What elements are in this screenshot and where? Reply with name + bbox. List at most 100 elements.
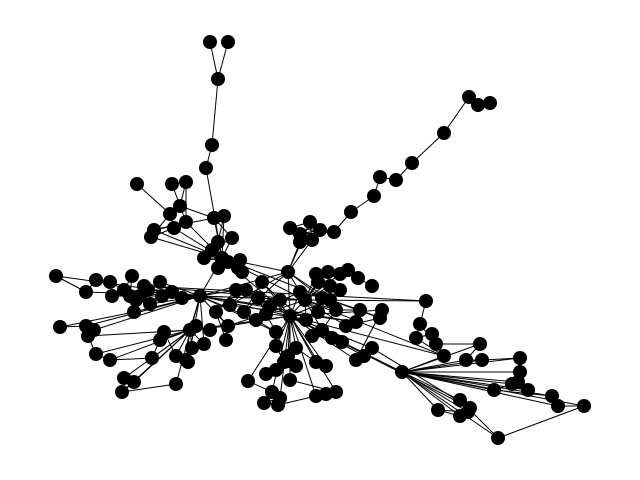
graph-edge	[121, 383, 177, 393]
graph-node	[165, 177, 179, 191]
graph-node	[419, 294, 433, 308]
graph-node	[349, 315, 363, 329]
graph-node	[353, 303, 367, 317]
graph-node	[179, 215, 193, 229]
graph-edge	[59, 311, 135, 328]
graph-edge	[199, 295, 205, 345]
graph-node	[197, 251, 211, 265]
graph-node	[129, 293, 143, 307]
graph-edge	[243, 271, 289, 313]
graph-node	[313, 223, 327, 237]
graph-node	[475, 353, 489, 367]
graph-node	[163, 207, 177, 221]
graph-node	[203, 35, 217, 49]
graph-node	[169, 377, 183, 391]
graph-node	[351, 271, 365, 285]
graph-node	[491, 431, 505, 445]
graph-node	[299, 313, 313, 327]
graph-node	[453, 393, 467, 407]
graph-node	[321, 265, 335, 279]
graph-node	[199, 161, 213, 175]
graph-node	[49, 269, 63, 283]
graph-node	[333, 283, 347, 297]
graph-node	[153, 275, 167, 289]
graph-node	[453, 409, 467, 423]
graph-node	[305, 233, 319, 247]
graph-node	[335, 335, 349, 349]
graph-node	[225, 231, 239, 245]
graph-node	[405, 156, 419, 170]
graph-edge	[151, 329, 191, 359]
graph-edge	[271, 315, 291, 393]
graph-node	[487, 383, 501, 397]
graph-node	[211, 72, 225, 86]
graph-node	[241, 374, 255, 388]
graph-node	[127, 375, 141, 389]
graph-node	[319, 359, 333, 373]
graph-node	[463, 401, 477, 415]
graph-node	[144, 230, 158, 244]
graph-edge	[149, 295, 201, 305]
graph-edge	[211, 78, 219, 146]
graph-node	[271, 398, 285, 412]
graph-node	[103, 275, 117, 289]
graph-node	[349, 353, 363, 367]
graph-node	[375, 303, 389, 317]
graph-node	[237, 305, 251, 319]
graph-node	[203, 323, 217, 337]
graph-node	[209, 305, 223, 319]
graph-edge	[411, 132, 445, 164]
graph-node	[179, 175, 193, 189]
graph-node	[143, 297, 157, 311]
graph-edge	[95, 329, 191, 355]
graph-node	[221, 319, 235, 333]
graph-node	[223, 298, 237, 312]
graph-node	[125, 269, 139, 283]
graph-node	[175, 291, 189, 305]
graph-node	[431, 403, 445, 417]
graph-node	[551, 399, 565, 413]
graph-node	[130, 177, 144, 191]
graph-node	[367, 189, 381, 203]
graph-node	[293, 235, 307, 249]
graph-node	[257, 396, 271, 410]
graph-node	[219, 333, 233, 347]
graph-node	[181, 355, 195, 369]
graph-node	[329, 385, 343, 399]
graph-node	[462, 90, 476, 104]
graph-node	[269, 339, 283, 353]
graph-node	[229, 283, 243, 297]
graph-node	[251, 291, 265, 305]
graph-node	[221, 35, 235, 49]
graph-node	[483, 96, 497, 110]
graph-node	[249, 313, 263, 327]
graph-edge	[109, 329, 191, 361]
graph-node	[231, 261, 245, 275]
graph-edge	[109, 357, 153, 361]
graph-edge	[401, 371, 461, 401]
graph-node	[283, 373, 297, 387]
graph-node	[269, 325, 283, 339]
graph-node	[103, 353, 117, 367]
graph-node	[329, 303, 343, 317]
graph-node	[513, 351, 527, 365]
graph-node	[81, 329, 95, 343]
graph-node	[89, 273, 103, 287]
graph-node	[521, 383, 535, 397]
graph-node	[189, 319, 203, 333]
graph-node	[115, 385, 129, 399]
graph-edge	[401, 371, 559, 407]
graph-node	[413, 317, 427, 331]
graph-node	[303, 215, 317, 229]
graph-edge	[443, 96, 470, 134]
graph-node	[105, 289, 119, 303]
graph-edge	[401, 371, 513, 385]
graph-node	[127, 305, 141, 319]
graph-node	[167, 221, 181, 235]
graph-edge	[287, 271, 291, 317]
graph-node	[389, 173, 403, 187]
graph-edge	[401, 357, 521, 373]
graph-edge	[247, 315, 291, 382]
graph-node	[193, 289, 207, 303]
graph-node	[315, 291, 329, 305]
